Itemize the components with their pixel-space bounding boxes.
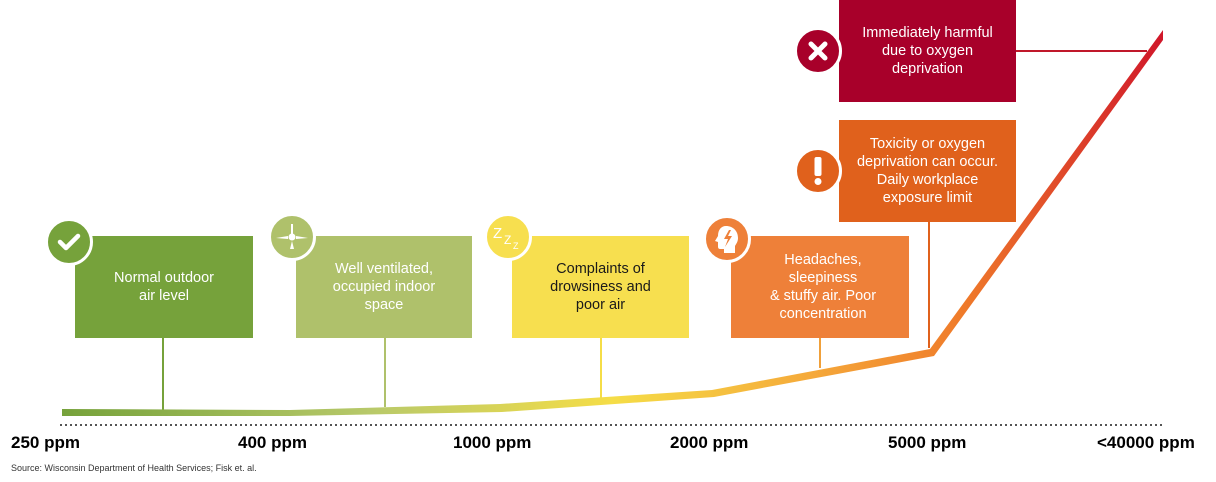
stage-label: Immediately harmful due to oxygen depriv… [862, 25, 993, 77]
stage-label: Complaints of drowsiness and poor air [550, 261, 651, 313]
stage-box-headaches: Headaches, sleepiness & stuffy air. Poor… [731, 236, 909, 338]
headache-icon [715, 226, 738, 253]
exclamation-icon [814, 157, 822, 185]
x-mark-badge [794, 27, 842, 75]
stage-box-toxicity: Toxicity or oxygen deprivation can occur… [839, 120, 1016, 222]
x-mark-icon [808, 41, 828, 61]
stage-box-drowsiness: Complaints of drowsiness and poor air [512, 236, 689, 338]
sleep-zzz-icon: Z Z Z [493, 225, 519, 251]
ceiling-fan-icon [276, 224, 308, 249]
scale-label-250: 250 ppm [11, 433, 80, 452]
stage-label: Well ventilated, occupied indoor space [332, 261, 436, 313]
svg-text:Z: Z [493, 225, 502, 242]
scale-label-1000: 1000 ppm [453, 433, 532, 452]
stage-label: Headaches, sleepiness & stuffy air. Poor… [769, 252, 877, 322]
stage-label: Toxicity or oxygen deprivation can occur… [856, 136, 999, 206]
scale-label-5000: 5000 ppm [888, 433, 967, 452]
stage-box-immediately-harmful: Immediately harmful due to oxygen depriv… [839, 0, 1016, 102]
exclamation-badge [794, 147, 842, 195]
checkmark-icon [57, 233, 81, 251]
stage-box-normal-outdoor: Normal outdoor air level [75, 236, 253, 338]
headache-badge [703, 215, 751, 263]
stage-box-well-ventilated: Well ventilated, occupied indoor space [296, 236, 472, 338]
source-note: Source: Wisconsin Department of Health S… [11, 463, 257, 473]
scale-label-40000: <40000 ppm [1097, 433, 1195, 452]
scale-label-2000: 2000 ppm [670, 433, 749, 452]
svg-text:Z: Z [504, 233, 511, 247]
connector-lines [162, 50, 1147, 410]
checkmark-badge [45, 218, 93, 266]
sleep-badge: Z Z Z [484, 213, 532, 261]
scale-label-400: 400 ppm [238, 433, 307, 452]
ceiling-fan-badge [268, 213, 316, 261]
stage-label: Normal outdoor air level [114, 270, 214, 304]
svg-text:Z: Z [513, 241, 519, 251]
